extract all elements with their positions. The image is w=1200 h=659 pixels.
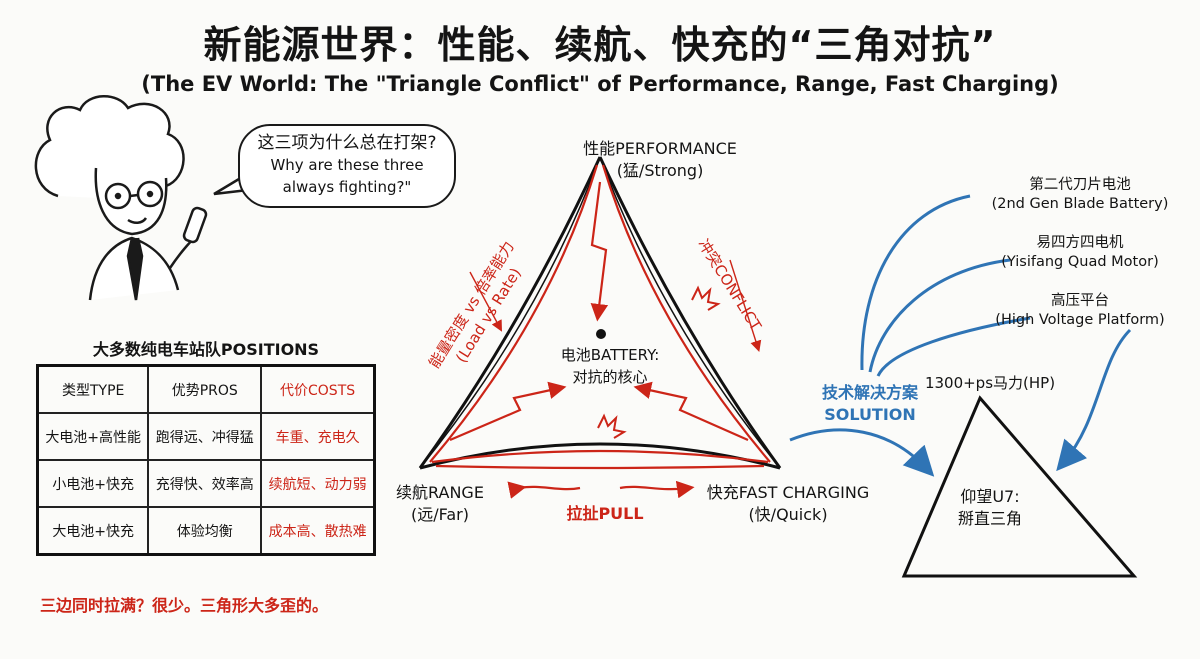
battery-core-line2: 对抗的核心 <box>572 368 648 386</box>
solution-item-blade-battery: 第二代刀片电池 (2nd Gen Blade Battery) <box>960 176 1200 214</box>
table-row: 大电池+快充 体验均衡 成本高、散热难 <box>36 506 376 556</box>
node-performance-sub: (猛/Strong) <box>616 161 704 180</box>
solution-item-cn: 易四方四电机 <box>1036 235 1124 251</box>
table-title: 大多数纯电车站队POSITIONS <box>92 340 320 359</box>
bubble-line-3: always fighting?" <box>282 178 412 196</box>
u7-label: 仰望U7: 掰直三角 <box>930 486 1050 530</box>
solution-item-cn: 高压平台 <box>1051 293 1109 309</box>
footnote: 三边同时拉满？很少。三角形大多歪的。 <box>40 596 329 615</box>
cell-costs: 车重、充电久 <box>260 412 376 461</box>
hp-label: 1300+ps马力(HP) <box>924 374 1056 392</box>
node-range-label: 续航RANGE <box>396 483 484 502</box>
page-subtitle: (The EV World: The "Triangle Conflict" o… <box>141 72 1059 96</box>
tension-lines <box>429 164 771 499</box>
cell-pros: 体验均衡 <box>147 506 263 556</box>
header-pros: 优势PROS <box>147 364 263 414</box>
bottom-edge-label: 拉扯PULL <box>566 504 644 523</box>
header-type: 类型TYPE <box>36 364 150 414</box>
spark-icon <box>597 285 721 439</box>
solution-item-en: (High Voltage Platform) <box>995 312 1165 328</box>
solution-label: 技术解决方案 SOLUTION <box>800 382 940 426</box>
u7-label-line2: 掰直三角 <box>957 509 1022 528</box>
solution-item-high-voltage: 高压平台 (High Voltage Platform) <box>960 292 1200 330</box>
solution-label-cn: 技术解决方案 <box>821 383 918 402</box>
node-performance: 性能PERFORMANCE (猛/Strong) <box>540 138 780 182</box>
cell-costs: 续航短、动力弱 <box>260 459 376 508</box>
header-costs: 代价COSTS <box>260 364 376 414</box>
scientist-illustration <box>34 95 208 301</box>
bubble-line-2: Why are these three <box>270 156 424 174</box>
solution-arrows <box>789 194 1132 477</box>
node-fast-charging-label: 快充FAST CHARGING <box>706 483 870 502</box>
node-fast-charging-sub: (快/Quick) <box>748 505 828 524</box>
solution-label-en: SOLUTION <box>824 405 916 424</box>
table-row: 小电池+快充 充得快、效率高 续航短、动力弱 <box>36 459 376 508</box>
node-range: 续航RANGE (远/Far) <box>380 482 500 526</box>
solution-item-cn: 第二代刀片电池 <box>1029 177 1131 193</box>
battery-core: 电池BATTERY: 对抗的核心 <box>540 344 680 388</box>
cell-costs: 成本高、散热难 <box>260 506 376 556</box>
solution-item-en: (Yisifang Quad Motor) <box>1001 254 1159 270</box>
battery-core-line1: 电池BATTERY: <box>560 346 660 364</box>
node-range-sub: (远/Far) <box>411 505 469 524</box>
node-fast-charging: 快充FAST CHARGING (快/Quick) <box>688 482 888 526</box>
u7-label-line1: 仰望U7: <box>960 487 1020 506</box>
u7-triangle <box>901 395 1138 578</box>
page-title: 新能源世界：性能、续航、快充的“三角对抗” <box>203 23 997 67</box>
node-performance-label: 性能PERFORMANCE <box>583 139 737 158</box>
positions-table: 类型TYPE 优势PROS 代价COSTS 大电池+高性能 跑得远、冲得猛 车重… <box>36 364 376 556</box>
solution-item-quad-motor: 易四方四电机 (Yisifang Quad Motor) <box>960 234 1200 272</box>
bubble-line-1: 这三项为什么总在打架? <box>257 133 437 153</box>
table-row: 大电池+高性能 跑得远、冲得猛 车重、充电久 <box>36 412 376 461</box>
table-header-row: 类型TYPE 优势PROS 代价COSTS <box>36 364 376 414</box>
cell-pros: 跑得远、冲得猛 <box>147 412 263 461</box>
cell-type: 大电池+快充 <box>36 506 150 556</box>
solution-item-en: (2nd Gen Blade Battery) <box>991 196 1169 212</box>
battery-center-dot <box>596 329 606 339</box>
cell-pros: 充得快、效率高 <box>147 459 263 508</box>
speech-bubble: 这三项为什么总在打架? Why are these three always f… <box>238 124 456 208</box>
cell-type: 小电池+快充 <box>36 459 150 508</box>
cell-type: 大电池+高性能 <box>36 412 150 461</box>
